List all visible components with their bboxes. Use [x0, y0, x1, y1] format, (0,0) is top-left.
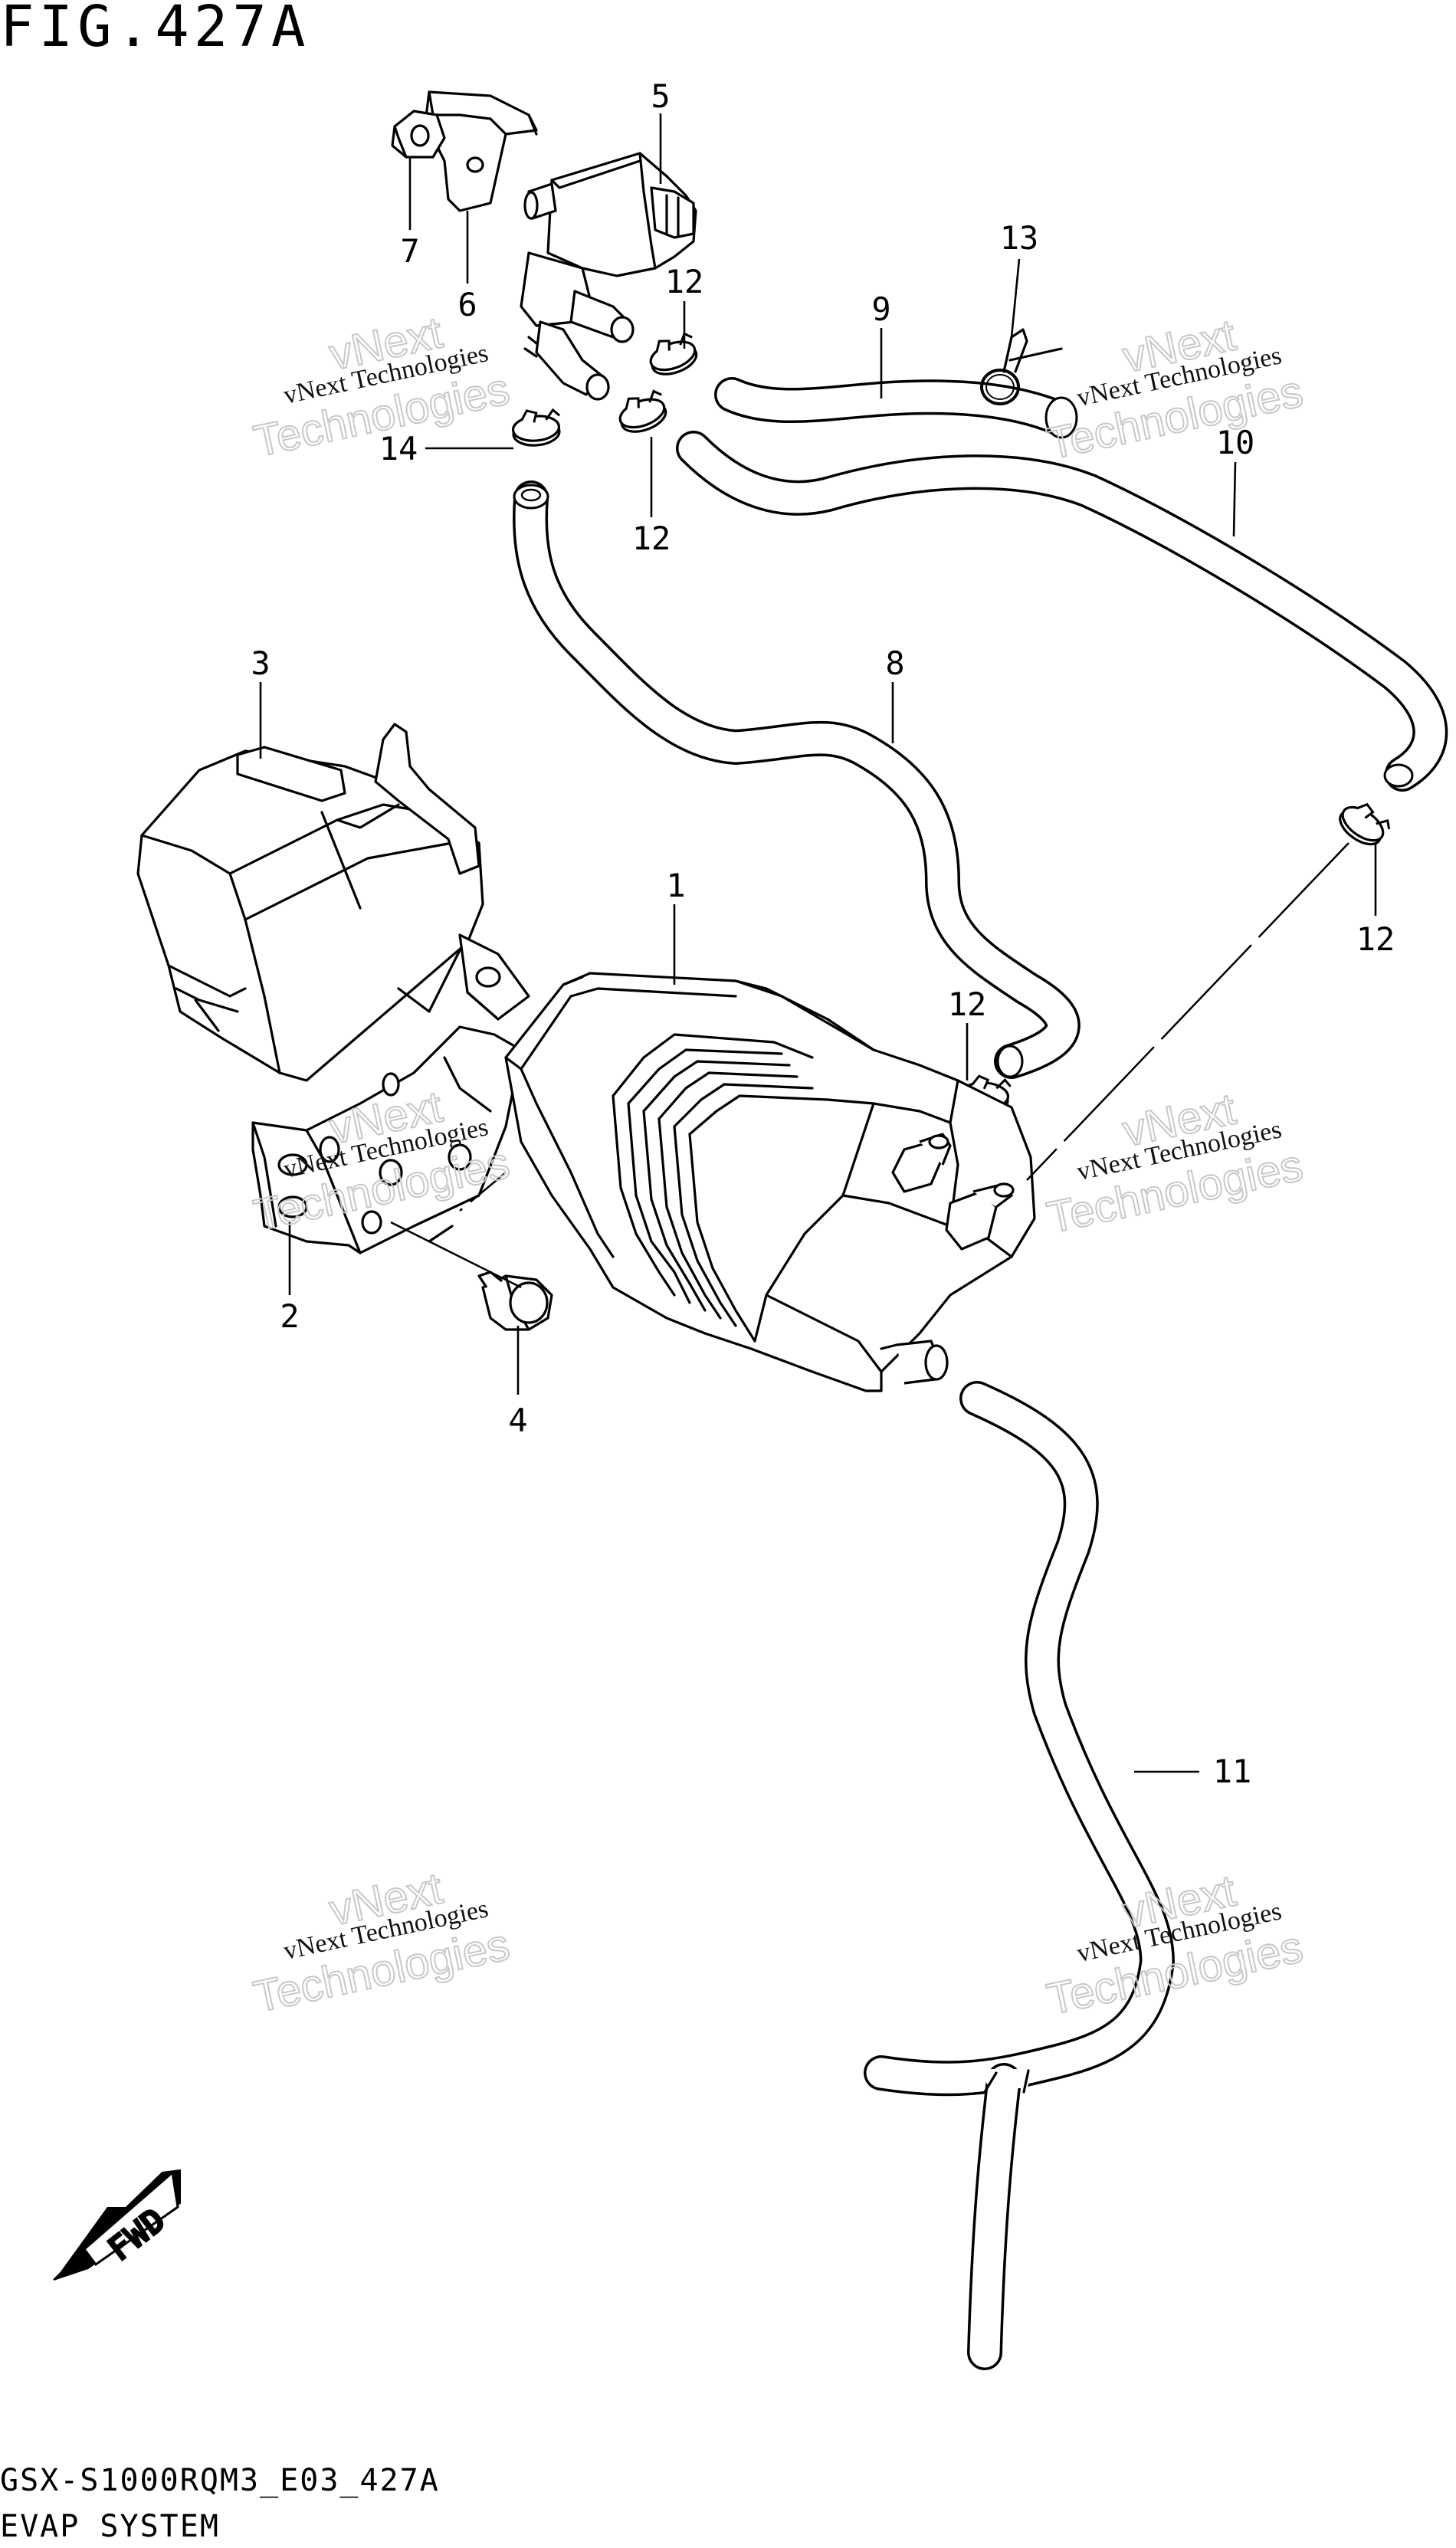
- part-5-purge-valve: [520, 152, 697, 401]
- watermark-bottom-left: Technologies vNext vNext Technologies: [249, 1862, 515, 2022]
- callout-1: 1: [666, 867, 685, 904]
- clamp-12-right: [1333, 794, 1395, 854]
- assembly-line-bracket: [459, 1172, 507, 1212]
- callout-10: 10: [1216, 424, 1255, 461]
- callout-11: 11: [1213, 1753, 1252, 1790]
- assembly-line-clamp: [1026, 842, 1349, 1181]
- callout-12-middle: 12: [948, 985, 987, 1023]
- part-4-bolt: [477, 1271, 553, 1331]
- callout-13: 13: [1000, 219, 1039, 257]
- hose-11: [864, 1381, 1175, 2370]
- part-7-nut: [391, 110, 446, 159]
- callout-12-right: 12: [1356, 920, 1395, 958]
- part-13-clip: [980, 328, 1063, 405]
- part-1-canister: [504, 972, 1036, 1392]
- hose-10: [676, 431, 1448, 792]
- clamp-12-upper-b: [612, 386, 673, 438]
- callout-12-upper-a: 12: [665, 263, 704, 300]
- fwd-arrow-icon: FWD: [53, 2169, 181, 2281]
- assembly-line-bolt: [390, 1221, 522, 1289]
- callout-7: 7: [400, 232, 419, 270]
- clamp-12-upper-a: [643, 329, 703, 381]
- callout-9: 9: [871, 290, 890, 328]
- clamp-14: [510, 406, 563, 449]
- callout-3: 3: [251, 644, 270, 682]
- footer-system-name: EVAP SYSTEM: [0, 2509, 220, 2544]
- callout-12-upper-b: 12: [632, 520, 671, 557]
- callout-4: 4: [508, 1402, 527, 1439]
- figure-title: FIG.427A: [0, 0, 310, 60]
- watermark-bottom-right: Technologies vNext vNext Technologies: [1042, 1865, 1308, 2025]
- callout-2: 2: [280, 1297, 299, 1335]
- watermark-mid-right: Technologies vNext vNext Technologies: [1042, 1084, 1308, 1244]
- callout-6: 6: [457, 286, 477, 323]
- hose-9: [714, 377, 1078, 439]
- footer-model-code: GSX-S1000RQM3_E03_427A: [0, 2463, 440, 2498]
- callout-14: 14: [379, 430, 418, 467]
- callout-8: 8: [885, 644, 904, 682]
- part-6-bracket: [424, 90, 538, 212]
- leader-lines: [259, 113, 1377, 1773]
- part-3-canister-cover: [136, 723, 530, 1082]
- watermark-top-right: Technologies vNext vNext Technologies: [1042, 310, 1308, 470]
- hose-8: [512, 480, 1081, 1079]
- callout-5: 5: [651, 77, 670, 115]
